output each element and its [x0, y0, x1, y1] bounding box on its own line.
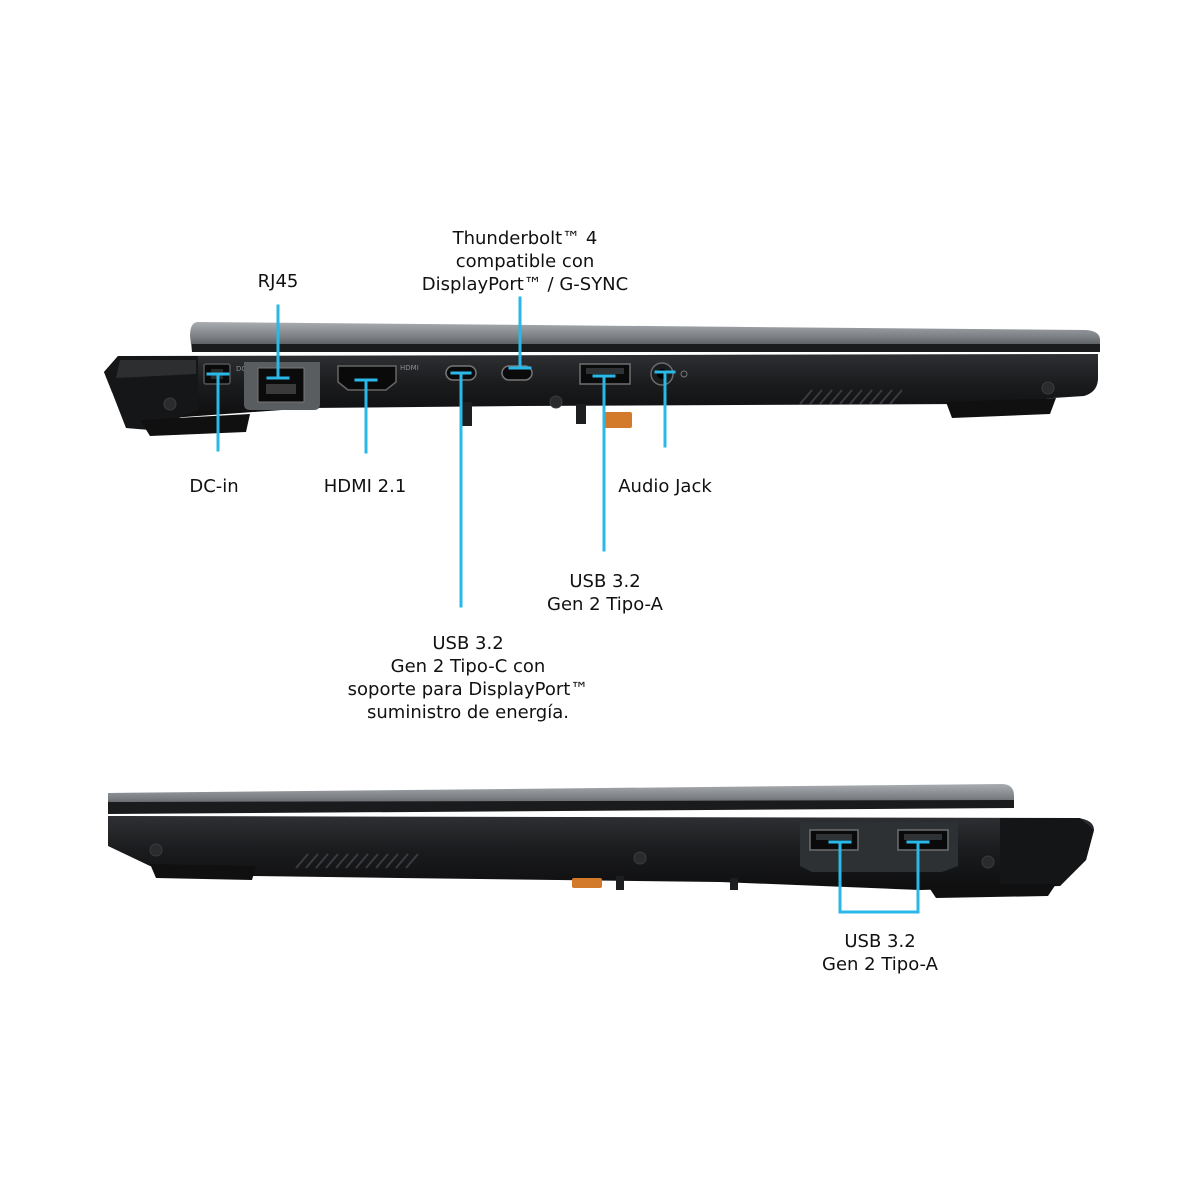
callout-line-usb-a-left — [592, 374, 616, 552]
label-dc-in: DC-in — [189, 476, 239, 497]
hdmi-port — [337, 365, 397, 391]
label-usb-c: USB 3.2 Gen 2 Tipo-C con soporte para Di… — [347, 633, 589, 723]
label-usb-a-left: USB 3.2 Gen 2 Tipo-A — [547, 571, 663, 615]
label-thunderbolt: Thunderbolt™ 4 compatible con DisplayPor… — [421, 228, 629, 295]
usb-a-port-left — [579, 363, 631, 385]
foot — [140, 414, 250, 436]
usb-a-port-right-2 — [897, 829, 949, 851]
callout-line-hdmi — [354, 378, 378, 454]
hdmi-marking: HDMI — [400, 364, 419, 372]
callout-line-rj45 — [266, 304, 290, 380]
foot — [928, 884, 1056, 898]
audio-jack-port — [650, 362, 674, 386]
label-audio-jack: Audio Jack — [618, 476, 712, 497]
callout-line-audio-jack — [654, 370, 676, 448]
foot — [946, 398, 1056, 418]
label-hdmi: HDMI 2.1 — [323, 476, 407, 497]
callout-line-usb-a-right — [828, 840, 930, 914]
rj45-port — [244, 362, 320, 410]
callout-line-dc-in — [206, 372, 230, 452]
label-usb-a-right: USB 3.2 Gen 2 Tipo-A — [822, 931, 938, 975]
usb-a-port-right-1 — [809, 829, 859, 851]
laptop-right-side-view — [108, 784, 1094, 898]
label-rj45: RJ45 — [257, 271, 299, 292]
callout-lines — [206, 296, 930, 914]
foot — [150, 864, 256, 880]
laptop-left-side-view: DCIN HDMI — [104, 322, 1100, 436]
callout-line-usb-c — [450, 371, 472, 608]
callout-line-thunderbolt — [508, 296, 532, 370]
